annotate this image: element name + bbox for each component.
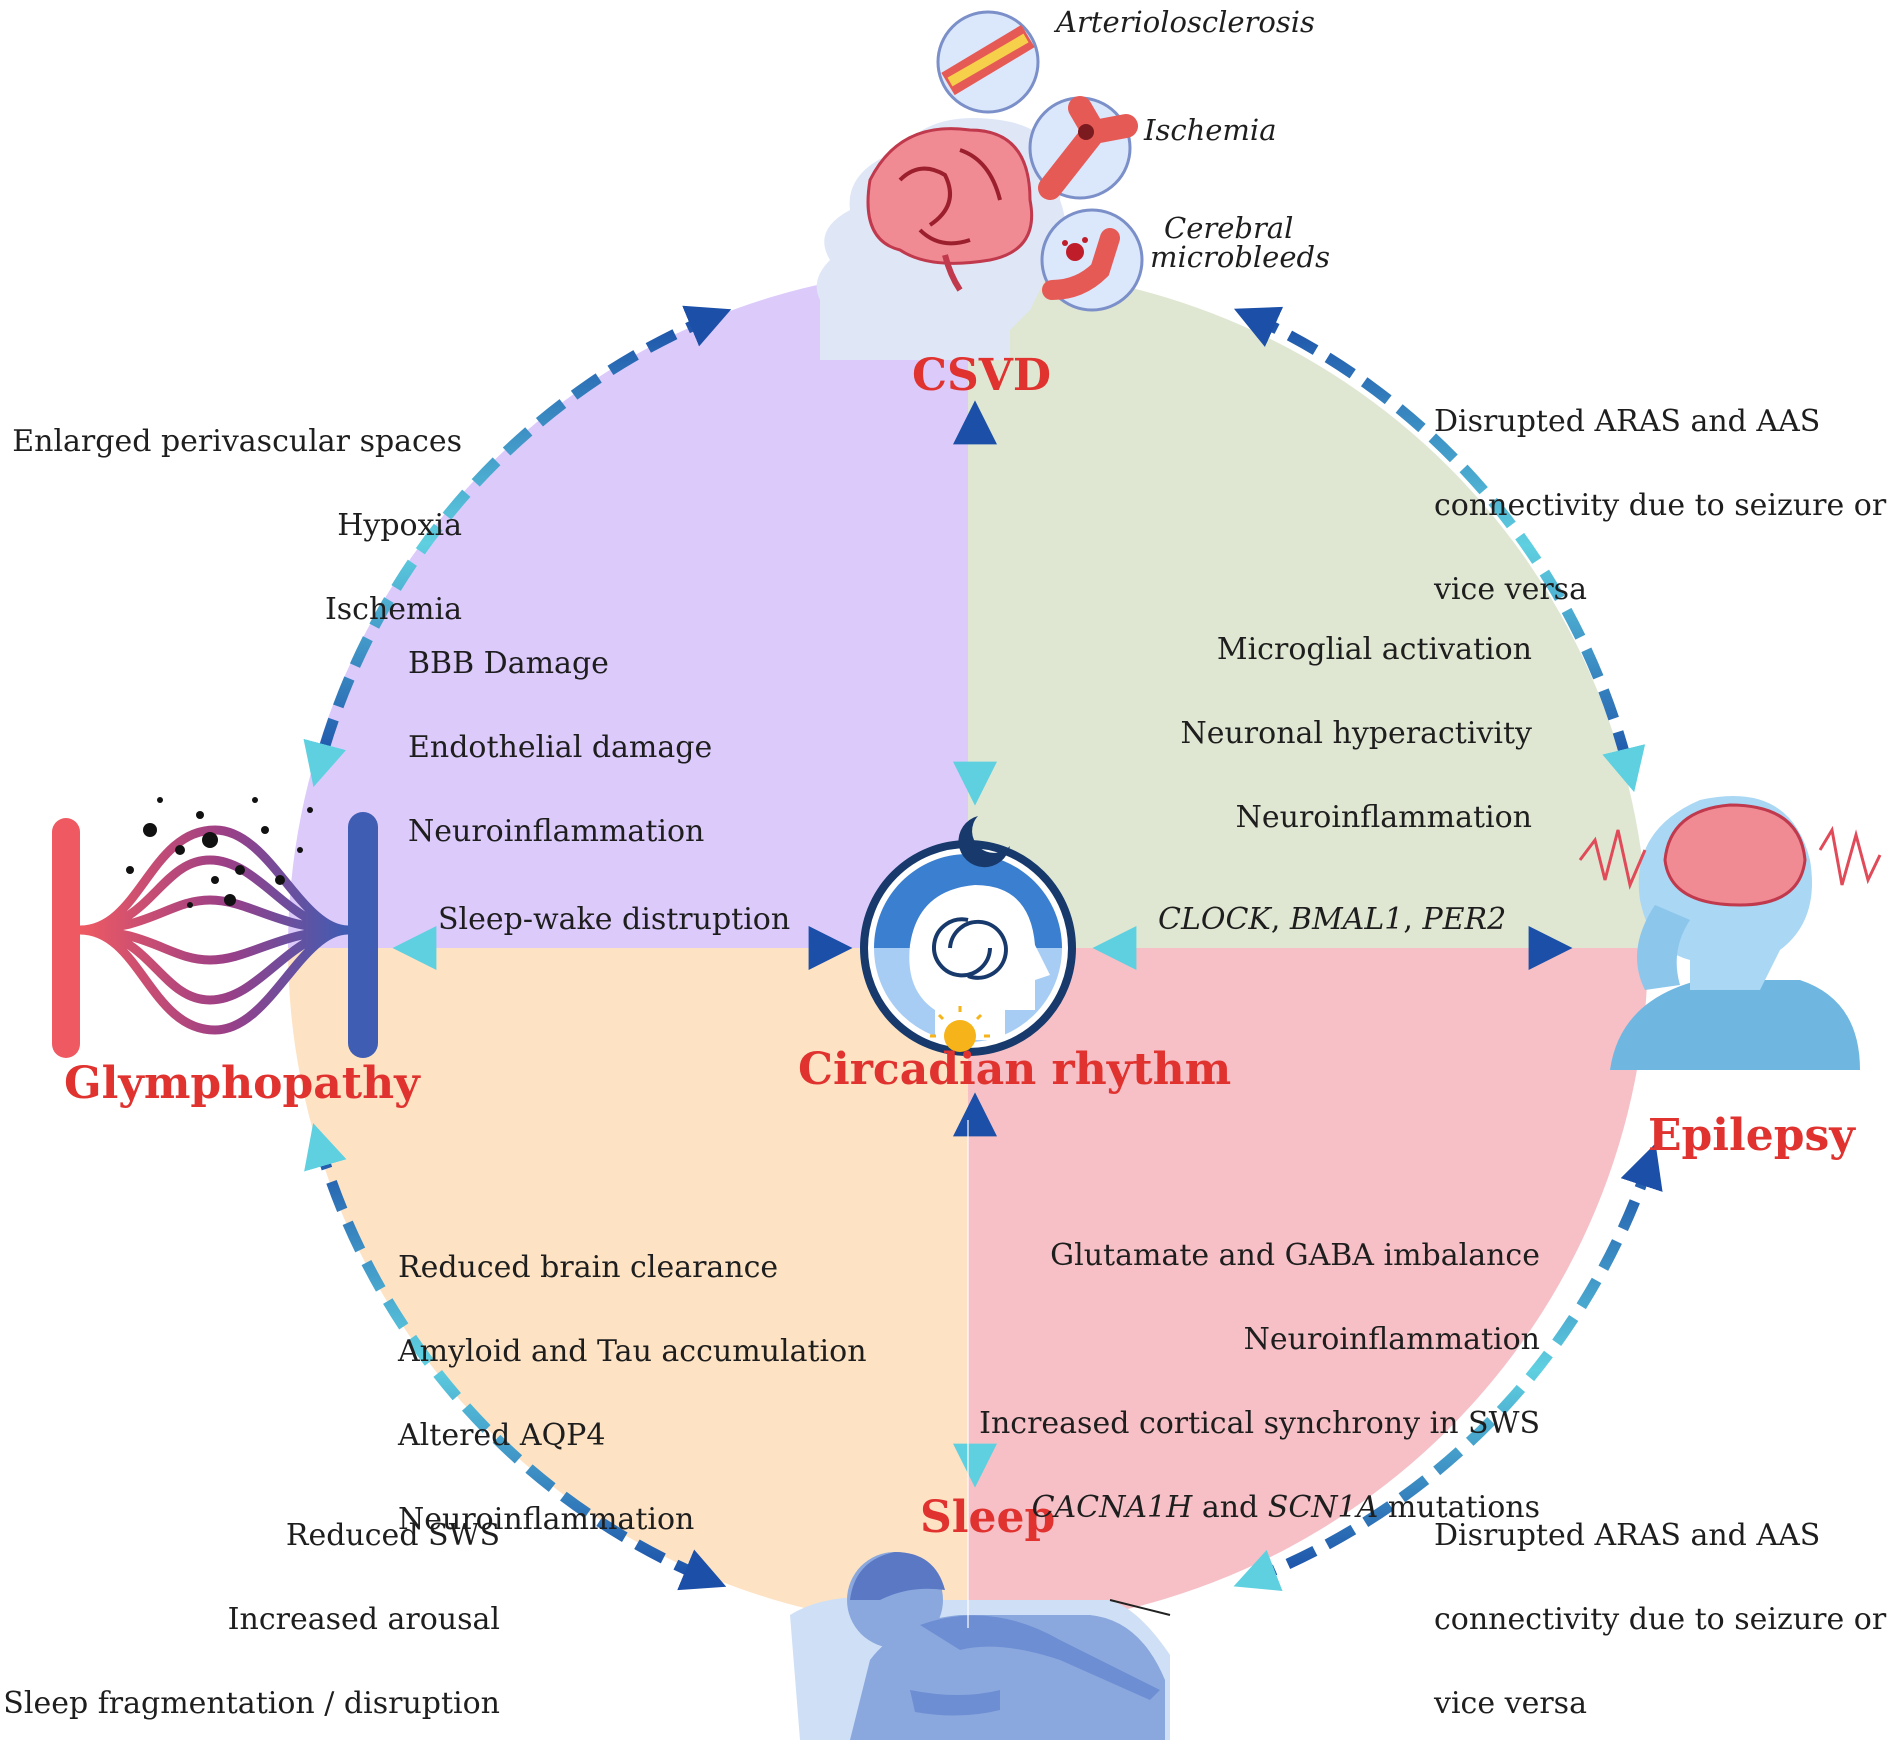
quadrant-orange-text: Reduced brain clearance Amyloid and Tau … — [398, 1198, 867, 1562]
callout-microbleeds-line2: microbleeds — [1150, 240, 1330, 274]
label-line: Ischemia — [324, 592, 462, 627]
label-line: Disrupted ARAS and AAS — [1434, 404, 1821, 439]
quad-line: Neuroinflammation — [408, 814, 705, 849]
label-line: vice versa — [1434, 1686, 1587, 1721]
label-line: vice versa — [1434, 572, 1587, 607]
sun-icon — [930, 1006, 990, 1052]
label-line: connectivity due to seizure or — [1434, 488, 1887, 523]
microbleeds-icon — [1040, 208, 1144, 312]
outer-arc-top-right — [1233, 306, 1646, 793]
node-csvd: CSVD — [912, 350, 1052, 401]
callout-ischemia: Ischemia — [1144, 113, 1277, 147]
sleeping-person-illustration — [790, 1552, 1171, 1740]
gene-name: CLOCK — [1158, 902, 1271, 937]
quad-line: Neuroinflammation — [398, 1502, 695, 1537]
outer-arc-top-left — [303, 305, 732, 788]
csvd-head-illustration — [816, 118, 1066, 360]
quad-line-genes: CACNA1H and SCN1A mutations — [979, 1493, 1540, 1523]
connector-text: mutations — [1378, 1490, 1540, 1525]
callout-microbleeds-line1: Cerebral — [1164, 211, 1294, 245]
gene-name: SCN1A — [1267, 1490, 1379, 1525]
gene-name: CACNA1H — [1031, 1490, 1193, 1525]
label-line: Hypoxia — [337, 508, 462, 543]
quad-line: Neuroinflammation — [1243, 1322, 1540, 1357]
label-line: Sleep fragmentation / disruption — [3, 1686, 500, 1721]
separator: , — [1403, 902, 1423, 937]
quad-line: Glutamate and GABA imbalance — [1050, 1238, 1540, 1273]
quadrant-purple-text: BBB Damage Endothelial damage Neuroinfla… — [408, 594, 712, 874]
circadian-hub-icon — [860, 840, 1076, 1056]
quad-line: Reduced brain clearance — [398, 1250, 779, 1285]
label-bottom-right: Disrupted ARAS and AAS connectivity due … — [1434, 1466, 1886, 1746]
axis-label-clock-genes: CLOCK, BMAL1, PER2 — [1158, 905, 1506, 935]
label-top-right: Disrupted ARAS and AAS connectivity due … — [1434, 352, 1886, 632]
quadrant-green-text: Microglial activation Neuronal hyperacti… — [1180, 580, 1532, 860]
axis-label-sleep-wake: Sleep-wake distruption — [438, 902, 791, 937]
label-top-left: Enlarged perivascular spaces Hypoxia Isc… — [12, 372, 462, 652]
label-bottom-left: Reduced SWS Increased arousal Sleep frag… — [3, 1466, 500, 1746]
glymphopathy-vessel-illustration — [52, 797, 378, 1058]
callout-arteriolosclerosis: Arteriolosclerosis — [1056, 5, 1315, 39]
separator: , — [1270, 902, 1290, 937]
epilepsy-person-illustration — [1578, 796, 1882, 1070]
label-line: connectivity due to seizure or — [1434, 1602, 1887, 1637]
label-line: Enlarged perivascular spaces — [12, 424, 462, 459]
quad-line: Neuronal hyperactivity — [1180, 716, 1532, 751]
node-glymphopathy: Glymphopathy — [64, 1058, 420, 1109]
node-epilepsy: Epilepsy — [1648, 1110, 1855, 1161]
outer-arc-bottom-right — [1233, 1143, 1663, 1591]
quad-line: Increased cortical synchrony in SWS — [979, 1406, 1540, 1441]
quad-line: Endothelial damage — [408, 730, 713, 765]
node-circadian-rhythm: Circadian rhythm — [798, 1044, 1232, 1095]
node-sleep: Sleep — [920, 1492, 1056, 1543]
connector-text: and — [1192, 1490, 1268, 1525]
quad-line: Microglial activation — [1216, 632, 1532, 667]
quad-line: Neuroinflammation — [1235, 800, 1532, 835]
moon-icon — [958, 816, 1010, 868]
quad-line: BBB Damage — [408, 646, 609, 681]
gene-name: BMAL1 — [1289, 902, 1404, 937]
quad-line: Amyloid and Tau accumulation — [398, 1334, 867, 1369]
quadrant-red-text: Glutamate and GABA imbalance Neuroinflam… — [979, 1186, 1540, 1550]
quad-line: Altered AQP4 — [398, 1418, 606, 1453]
arteriolosclerosis-icon — [936, 10, 1040, 114]
gene-name: PER2 — [1422, 902, 1507, 937]
ischemia-icon — [1028, 96, 1138, 200]
label-line: Increased arousal — [227, 1602, 500, 1637]
label-line: Disrupted ARAS and AAS — [1434, 1518, 1821, 1553]
label-line: Reduced SWS — [285, 1518, 500, 1553]
